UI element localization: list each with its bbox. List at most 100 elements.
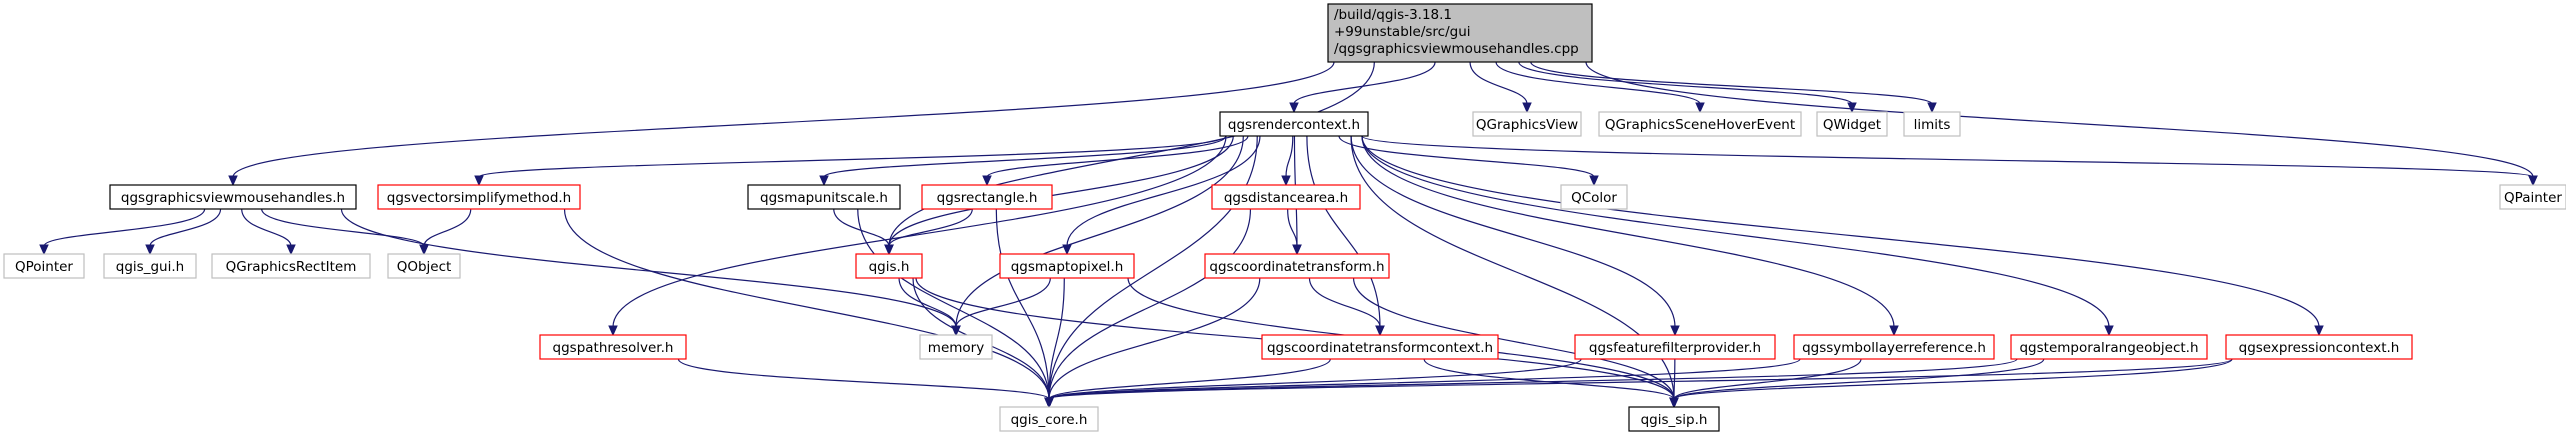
arrowhead (2104, 325, 2114, 337)
node-box (1211, 184, 1361, 210)
arrowhead (1522, 102, 1532, 114)
edge-coordinatetransform-to-cttcontext (1308, 277, 1385, 337)
node-qgstemporalrangeobject-h[interactable]: qgstemporalrangeobject.h (2010, 334, 2208, 360)
node-qgis-h[interactable]: qgis.h (855, 253, 923, 279)
arrowhead (819, 175, 829, 187)
node-label: qgspathresolver.h (553, 340, 674, 356)
arrowhead (1889, 325, 1899, 337)
node-box (999, 253, 1135, 279)
node-qgsmapunitscale-h[interactable]: qgsmapunitscale.h (747, 184, 901, 210)
node-qpainter[interactable]: QPainter (2499, 184, 2566, 210)
arrowhead (884, 244, 894, 256)
node-box (539, 334, 687, 360)
node-label: qgscoordinatetransformcontext.h (1267, 340, 1493, 356)
node-label: qgis.h (869, 259, 910, 275)
edge-rectangle-to-qgis_h (884, 208, 973, 256)
node-qgis-gui-h[interactable]: qgis_gui.h (103, 253, 197, 279)
node-qgsdistancearea-h[interactable]: qgsdistancearea.h (1211, 184, 1361, 210)
edge-mousehandles_h-to-qgraphicsrectitem (241, 208, 296, 256)
node-label: QWidget (1823, 117, 1881, 133)
edge-vectorsimplify-to-qgis_core (563, 208, 1054, 409)
node-label: qgsrendercontext.h (1228, 117, 1360, 133)
edge-root-to-limits (1530, 61, 1937, 114)
node-box (1219, 111, 1369, 137)
node-label: qgsmapunitscale.h (760, 190, 888, 206)
node-qobject[interactable]: QObject (387, 253, 461, 279)
arrowhead (1669, 397, 1679, 409)
node-qgspathresolver-h[interactable]: qgspathresolver.h (539, 334, 687, 360)
node-box (1598, 111, 1802, 137)
node-box (855, 253, 923, 279)
arrowhead (419, 244, 429, 256)
node-qgsmaptopixel-h[interactable]: qgsmaptopixel.h (999, 253, 1135, 279)
node-qgsgraphicsviewmousehandles-h[interactable]: qgsgraphicsviewmousehandles.h (109, 184, 357, 210)
node-qgscoordinatetransformcontext-h[interactable]: qgscoordinatetransformcontext.h (1261, 334, 1499, 360)
edge-mousehandles_h-to-qgis_gui (145, 208, 222, 256)
edge-distancearea-to-coordinatetransform (1287, 208, 1302, 256)
node-qgis-sip-h[interactable]: qgis_sip.h (1628, 406, 1720, 432)
root-label-line: /qgsgraphicsviewmousehandles.cpp (1334, 41, 1579, 57)
node-qpointer[interactable]: QPointer (3, 253, 85, 279)
arrowhead (951, 325, 961, 337)
node-qgsfeaturefilterprovider-h[interactable]: qgsfeaturefilterprovider.h (1574, 334, 1776, 360)
node-qgraphicsview[interactable]: QGraphicsView (1472, 111, 1582, 137)
arrowhead (1375, 325, 1385, 337)
node-qgsrendercontext-h[interactable]: qgsrendercontext.h (1219, 111, 1369, 137)
node-label: qgscoordinatetransform.h (1209, 259, 1384, 275)
node-label: qgsexpressioncontext.h (2239, 340, 2400, 356)
edge-temporalrange-to-qgis_sip (1669, 358, 2045, 409)
node-label: QGraphicsRectItem (226, 259, 357, 275)
arrowhead (982, 175, 992, 187)
node-limits[interactable]: limits (1903, 111, 1961, 137)
node-box (1628, 406, 1720, 432)
node-box (1903, 111, 1961, 137)
arrowhead (1695, 102, 1705, 114)
node-label: qgstemporalrangeobject.h (2019, 340, 2198, 356)
arrowhead (1281, 175, 1291, 187)
node-qcolor[interactable]: QColor (1560, 184, 1628, 210)
node-qgraphicsscenehoverevent[interactable]: QGraphicsSceneHoverEvent (1598, 111, 1802, 137)
node-box (2499, 184, 2566, 210)
node-qgsexpressioncontext-h[interactable]: qgsexpressioncontext.h (2225, 334, 2413, 360)
node-label: QGraphicsView (1476, 117, 1578, 133)
node-label: QGraphicsSceneHoverEvent (1605, 117, 1795, 133)
node-qgscoordinatetransform-h[interactable]: qgscoordinatetransform.h (1204, 253, 1390, 279)
edge-rendercontext-to-temporalrange (1361, 135, 2114, 337)
edge-exprcontext-to-qgis_sip (1669, 358, 2233, 409)
edge-symbollayerref-to-qgis_core (1044, 358, 1801, 409)
edge-maptopixel-to-memory (951, 277, 1051, 337)
arrowhead (1847, 102, 1857, 114)
node-box (1574, 334, 1776, 360)
node-label: qgis_core.h (1011, 412, 1088, 428)
root-label-line: +99unstable/src/gui (1334, 24, 1471, 40)
arrowhead (2314, 325, 2324, 337)
node-qgraphicsrectitem[interactable]: QGraphicsRectItem (211, 253, 371, 279)
arrowhead (1589, 175, 1599, 187)
arrowhead (1044, 397, 1054, 409)
node-label: memory (928, 340, 984, 356)
edge-rendercontext-to-qcolor (1338, 135, 1599, 187)
node-qgsrectangle-h[interactable]: qgsrectangle.h (921, 184, 1053, 210)
root-label-line: /build/qgis-3.18.1 (1334, 7, 1452, 23)
node-memory[interactable]: memory (919, 334, 993, 360)
node-box (211, 253, 371, 279)
arrowhead (228, 175, 238, 187)
node-box (377, 184, 581, 210)
node-qgis-core-h[interactable]: qgis_core.h (999, 406, 1099, 432)
node-build-qgis-3-18-1-99unstable-src-gui-qgsgraphicsviewmousehandles-cpp[interactable]: /build/qgis-3.18.1+99unstable/src/gui/qg… (1327, 3, 1593, 63)
node-box (747, 184, 901, 210)
node-box (103, 253, 197, 279)
node-qgssymbollayerreference-h[interactable]: qgssymbollayerreference.h (1793, 334, 1995, 360)
node-box (3, 253, 85, 279)
edge-vectorsimplify-to-qobject (419, 208, 472, 256)
node-qwidget[interactable]: QWidget (1816, 111, 1888, 137)
node-box (1560, 184, 1628, 210)
node-box (2010, 334, 2208, 360)
node-qgsvectorsimplifymethod-h[interactable]: qgsvectorsimplifymethod.h (377, 184, 581, 210)
node-box (1472, 111, 1582, 137)
node-box (1204, 253, 1390, 279)
node-label: QObject (397, 259, 452, 275)
node-box (109, 184, 357, 210)
node-label: QPainter (2504, 190, 2562, 206)
